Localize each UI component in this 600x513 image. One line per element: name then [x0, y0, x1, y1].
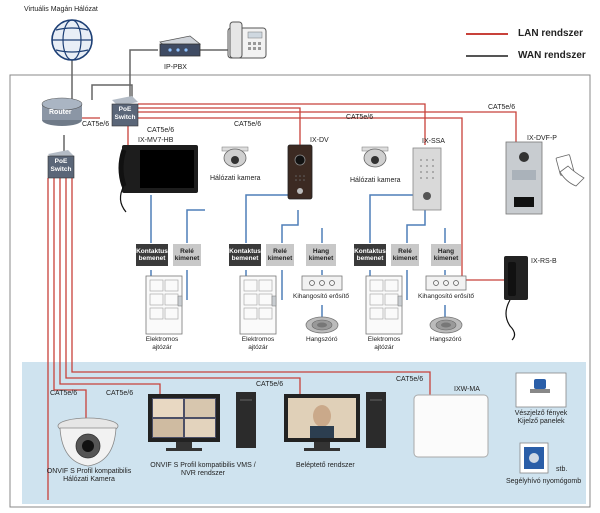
- door-lock-label-2: Elektromos ajtózár: [241, 336, 275, 351]
- router-label: Router: [49, 109, 72, 116]
- dome-camera-icon: [57, 417, 119, 467]
- ippbx-icon: [159, 35, 201, 57]
- ixw-ma-module-icon: [413, 394, 489, 458]
- cable-label: CAT5e/6: [396, 376, 424, 383]
- ix-dvf-p-label: IX-DVF-P: [527, 135, 557, 142]
- ixw-ma-label: IXW-MA: [454, 386, 480, 393]
- vms-label: ONVIF S Profil kompatibilis VMS / NVR re…: [150, 462, 256, 477]
- poe-switch-icon-2: [47, 150, 75, 179]
- cable-label: CAT5e/6: [82, 121, 110, 128]
- desk-phone-icon: [227, 21, 267, 59]
- emergency-button-icon: [519, 442, 549, 474]
- ix-rs-b-label: IX-RS-B: [531, 258, 557, 265]
- ix-dv-door-station-icon: [287, 144, 313, 200]
- network-camera-icon-1: [221, 146, 249, 168]
- relay-output-box: Relé kimenet: [173, 244, 201, 266]
- network-camera-icon-2: [361, 146, 389, 168]
- door-lock-label-1: Elektromos ajtózár: [145, 336, 179, 351]
- alarm-light-label: Vészjelző fények Kijelző panelek: [514, 410, 568, 425]
- cable-label: CAT5e/6: [488, 104, 516, 111]
- poe-switch-icon-1: [111, 96, 139, 127]
- amplifier-label-2: Kihangosító erősítő: [418, 293, 475, 300]
- ix-mv7-hb-icon: [118, 145, 198, 213]
- system-frame: [9, 74, 591, 508]
- lan-legend-label: LAN rendszer: [518, 28, 584, 39]
- ix-dv-label: IX-DV: [310, 137, 329, 144]
- relay-output-box: Relé kimenet: [266, 244, 294, 266]
- ippbx-label: IP-PBX: [164, 64, 187, 71]
- etc-label: stb.: [556, 466, 568, 473]
- contact-input-box: Kontaktus bemenet: [229, 244, 261, 266]
- cable-label: CAT5e/6: [346, 114, 374, 121]
- network-camera-label-1: Hálózati kamera: [210, 175, 261, 182]
- ix-ssa-station-icon: [412, 147, 442, 211]
- poe-switch-label-1: PoE Switch: [114, 106, 136, 121]
- relay-output-box: Relé kimenet: [391, 244, 419, 266]
- access-control-label: Beléptető rendszer: [296, 462, 355, 469]
- wan-legend-label: WAN rendszer: [518, 50, 586, 61]
- door-lock-icon-3: [365, 275, 403, 335]
- contact-input-box: Kontaktus bemenet: [354, 244, 386, 266]
- vms-monitor-icon: [148, 392, 256, 451]
- emergency-button-label: Segélyhívó nyomógomb: [506, 478, 582, 485]
- amplifier-label-1: Kihangosító erősítő: [293, 293, 350, 300]
- speaker-label-2: Hangszóró: [430, 336, 462, 343]
- contact-input-box: Kontaktus bemenet: [136, 244, 168, 266]
- vpn-label: Virtuális Magán Hálózat: [24, 6, 98, 13]
- cable-label: CAT5e/6: [106, 390, 134, 397]
- amplifier-icon-2: [425, 275, 467, 291]
- globe-icon: [51, 19, 93, 61]
- audio-output-box: Hang kimenet: [431, 244, 461, 266]
- ix-mv7-hb-label: IX-MV7-HB: [138, 137, 174, 144]
- ix-dvf-p-station-icon: [505, 141, 543, 215]
- cable-label: CAT5e/6: [234, 121, 262, 128]
- door-lock-icon-2: [239, 275, 277, 335]
- audio-output-box: Hang kimenet: [306, 244, 336, 266]
- ix-ssa-label: IX-SSA: [422, 138, 445, 145]
- speaker-label-1: Hangszóró: [306, 336, 338, 343]
- hand-card-icon: [555, 154, 585, 187]
- ix-rs-b-handset-icon: [504, 256, 528, 341]
- amplifier-icon-1: [301, 275, 343, 291]
- cable-label: CAT5e/6: [256, 381, 284, 388]
- onvif-camera-label: ONVIF S Profil kompatibilis Hálózati Kam…: [46, 468, 132, 483]
- network-camera-label-2: Hálózati kamera: [350, 177, 401, 184]
- speaker-icon-1: [305, 316, 339, 334]
- door-lock-label-3: Elektromos ajtózár: [367, 336, 401, 351]
- router-icon: [41, 97, 83, 126]
- alarm-light-icon: [515, 372, 567, 408]
- door-lock-icon-1: [145, 275, 183, 335]
- poe-switch-label-2: PoE Switch: [50, 158, 72, 173]
- lan-lines: [47, 103, 517, 500]
- speaker-icon-2: [429, 316, 463, 334]
- cable-label: CAT5e/6: [50, 390, 78, 397]
- io-arrows: [150, 194, 446, 318]
- cable-label: CAT5e/6: [147, 127, 175, 134]
- access-control-monitor-icon: [284, 392, 386, 451]
